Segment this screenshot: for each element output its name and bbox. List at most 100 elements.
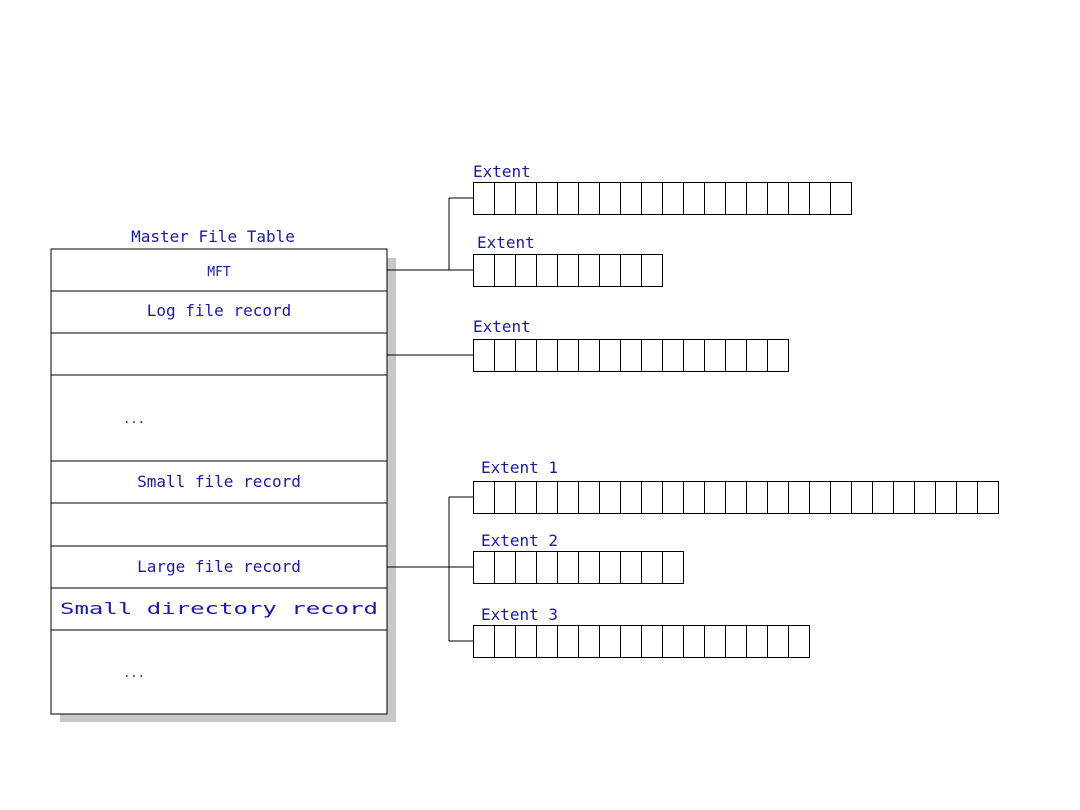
- extent-2: Extent 2: [473, 531, 684, 584]
- extent-cell: [767, 625, 789, 658]
- extent-cell: [557, 339, 579, 372]
- extent-cell: [788, 625, 810, 658]
- extent-cell: [725, 625, 747, 658]
- mft-row-ellipsis-2: ...: [123, 666, 145, 680]
- mft-rows: MFT Log file record... Small file recordLa…: [51, 265, 387, 680]
- extent-cell: [578, 182, 600, 215]
- extent-c-label: Extent: [473, 317, 531, 336]
- extent-cell: [662, 481, 684, 514]
- extent-cell: [599, 551, 621, 584]
- mft-row-small-file: Small file record: [137, 472, 301, 491]
- extent-cell: [494, 481, 516, 514]
- extent-cell: [704, 182, 726, 215]
- extent-cell: [620, 182, 642, 215]
- extent-cell: [620, 481, 642, 514]
- extent-cell: [536, 551, 558, 584]
- extent-3-label: Extent 3: [481, 605, 558, 624]
- extent-cell: [599, 339, 621, 372]
- mft-row-mft: MFT: [207, 265, 231, 280]
- extent-cell: [599, 625, 621, 658]
- extent-cell: [893, 481, 915, 514]
- extent-cell: [641, 254, 663, 287]
- extent-cell: [872, 481, 894, 514]
- extent-cell: [494, 182, 516, 215]
- extent-cell: [578, 481, 600, 514]
- extent-2-label: Extent 2: [481, 531, 558, 550]
- extent-cell: [515, 254, 537, 287]
- extent-cell: [578, 339, 600, 372]
- extent-cell: [641, 625, 663, 658]
- extent-cell: [641, 339, 663, 372]
- extent-cell: [977, 481, 999, 514]
- extent-cell: [788, 481, 810, 514]
- extent-cell: [746, 481, 768, 514]
- extent-cell: [704, 481, 726, 514]
- extent-cell: [788, 182, 810, 215]
- extent-cell: [935, 481, 957, 514]
- extent-a: Extent: [473, 162, 852, 215]
- extent-cell: [704, 339, 726, 372]
- extent-cell: [536, 339, 558, 372]
- extent-cell: [578, 551, 600, 584]
- extent-cell: [473, 182, 495, 215]
- extent-cell: [683, 625, 705, 658]
- mft-row-small-directory: Small directory record: [60, 599, 378, 618]
- extent-a-label: Extent: [473, 162, 531, 181]
- extent-cell: [557, 625, 579, 658]
- connector-lines: [387, 197, 473, 642]
- extent-cell: [746, 625, 768, 658]
- extent-cell: [578, 625, 600, 658]
- extent-cell: [515, 481, 537, 514]
- extent-c: Extent: [473, 317, 789, 372]
- extent-cell: [662, 182, 684, 215]
- extent-cell: [641, 551, 663, 584]
- extent-cell: [830, 182, 852, 215]
- extent-cell: [767, 339, 789, 372]
- extent-cell: [830, 481, 852, 514]
- extent-cell: [557, 551, 579, 584]
- extent-cell: [851, 481, 873, 514]
- extent-cell: [599, 254, 621, 287]
- extent-cell: [809, 481, 831, 514]
- extent-cell: [557, 254, 579, 287]
- extent-cell: [662, 625, 684, 658]
- mft-row-log-file: Log file record: [147, 301, 292, 320]
- extent-cell: [683, 182, 705, 215]
- extent-cell: [536, 481, 558, 514]
- extent-cell: [473, 254, 495, 287]
- extent-cell: [956, 481, 978, 514]
- extent-cell: [515, 551, 537, 584]
- extent-cell: [536, 254, 558, 287]
- extent-cell: [515, 339, 537, 372]
- extent-b-label: Extent: [477, 233, 535, 252]
- extent-cell: [473, 481, 495, 514]
- extent-cell: [578, 254, 600, 287]
- extent-b: Extent: [473, 233, 663, 287]
- extent-cell: [494, 339, 516, 372]
- extent-cell: [515, 182, 537, 215]
- extent-cell: [767, 481, 789, 514]
- extent-cell: [620, 625, 642, 658]
- extent-cell: [473, 339, 495, 372]
- extent-cell: [725, 182, 747, 215]
- extent-cell: [536, 625, 558, 658]
- extent-cell: [662, 551, 684, 584]
- extent-cell: [662, 339, 684, 372]
- extent-cell: [725, 339, 747, 372]
- extent-cell: [767, 182, 789, 215]
- extent-cell: [557, 481, 579, 514]
- extent-cell: [704, 625, 726, 658]
- mft-row-ellipsis-1: ...: [123, 412, 145, 426]
- extent-cell: [473, 551, 495, 584]
- extent-cell: [809, 182, 831, 215]
- mft-row-large-file: Large file record: [137, 557, 301, 576]
- extent-cell: [536, 182, 558, 215]
- extent-cell: [641, 481, 663, 514]
- extent-cell: [683, 481, 705, 514]
- extent-1-label: Extent 1: [481, 458, 558, 477]
- extent-3: Extent 3: [473, 605, 810, 658]
- extent-cell: [599, 481, 621, 514]
